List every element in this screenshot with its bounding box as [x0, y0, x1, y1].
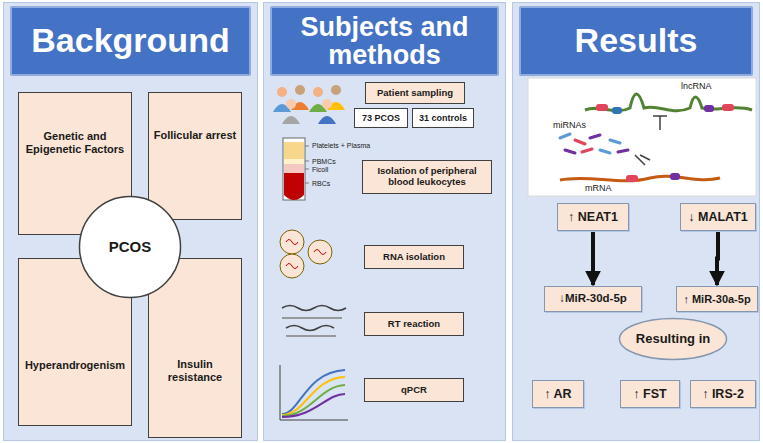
outline [80, 197, 181, 298]
method-box: Patient sampling [365, 82, 465, 104]
box-text: ↑ FST [633, 387, 666, 401]
count-box: 31 controls [412, 108, 474, 128]
box-text: PCOS [109, 238, 152, 255]
method-box: RNA isolation [364, 245, 464, 269]
outline [620, 319, 727, 360]
method-box: qPCR [364, 378, 464, 402]
box-text: ↑ IRS-2 [702, 387, 744, 401]
box-text: Follicular arrest [154, 129, 237, 142]
section-header: Results [519, 6, 753, 76]
lncrna-mirna-mrna-illustration [528, 78, 756, 196]
figure-label: Ficoll [311, 166, 329, 173]
box-text: RT reaction [388, 319, 440, 330]
box-text: 73 PCOS [362, 113, 400, 123]
section-panel: BackgroundGenetic and Epigenetic Factors… [3, 2, 258, 441]
box-text: Isolation of peripheral blood leukocytes [366, 166, 488, 188]
result-box: ↑ NEAT1 [557, 203, 629, 231]
box-text: Genetic and Epigenetic Factors [22, 130, 128, 155]
box-text: ↓ MALAT1 [688, 210, 748, 224]
section-header: Subjects and methods [270, 6, 499, 76]
box-text: Resulting in [636, 332, 710, 347]
figure-label: mRNA [584, 184, 613, 193]
box-text: 31 controls [419, 113, 467, 123]
feature-box: Follicular arrest [148, 92, 242, 220]
central-circle: PCOS [78, 195, 182, 299]
section-panel: Results ↑ NEAT1 ↓ MALAT1 ↓MiR-30d-5p ↑ MiR-3… [512, 2, 760, 441]
result-box: ↓ MALAT1 [680, 203, 756, 231]
box-text: RNA isolation [383, 252, 445, 263]
figure-label: miRNAs [552, 121, 587, 130]
method-box: Isolation of peripheral blood leukocytes [362, 160, 492, 194]
box-text: qPCR [401, 385, 427, 396]
figure-label: PBMCs [311, 158, 337, 165]
box-text: ↑ AR [544, 387, 571, 401]
result-box: ↑ FST [620, 380, 680, 408]
section-panel: Subjects and methodsPatient sampling 73 P… [263, 2, 506, 441]
result-ellipse: Resulting in [618, 317, 728, 361]
result-box: ↓MiR-30d-5p [544, 286, 642, 312]
figure-label: RBCs [311, 180, 331, 187]
box-text: Patient sampling [377, 88, 453, 99]
method-box: RT reaction [364, 312, 464, 336]
result-box: ↑ AR [532, 380, 584, 408]
result-box: ↑ MiR-30a-5p [676, 286, 758, 312]
box-text: Hyperandrogenism [25, 359, 125, 372]
connector-arrow [717, 232, 718, 285]
section-header: Background [10, 6, 251, 76]
connector-arrow [591, 232, 595, 285]
result-box: ↑ IRS-2 [690, 380, 756, 408]
box-text: Insulin resistance [152, 358, 238, 383]
blood-tube [283, 138, 309, 200]
box-text: ↑ MiR-30a-5p [683, 293, 750, 306]
box-text: ↓MiR-30d-5p [559, 292, 627, 305]
figure-label: Platelets + Plasma [311, 142, 371, 149]
figure-label: lncRNA [680, 82, 713, 91]
box-text: ↑ NEAT1 [568, 210, 618, 224]
count-box: 73 PCOS [354, 108, 408, 128]
